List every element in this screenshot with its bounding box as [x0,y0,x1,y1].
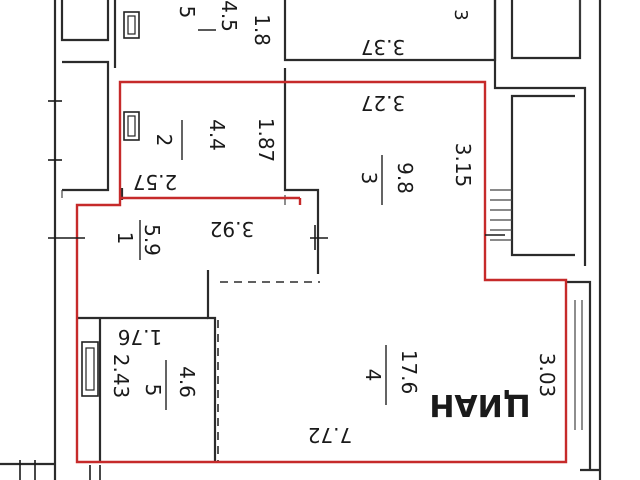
structural-walls [0,0,602,480]
room-area: 4.5 [217,0,241,32]
dimension-label: 7.72 [308,423,353,447]
dimension-label: 3.37 [361,35,406,59]
wall-ticks [19,100,505,480]
dimension-label: 3.27 [361,91,406,115]
sink-icon [123,11,140,39]
dimension-label: 3.03 [535,353,559,398]
room-bath-2: 2 [152,134,176,147]
room-top-bath: 5 4.5 [175,0,241,32]
dimension-label: 1.76 [118,325,163,349]
room-area: 5.9 [140,224,164,256]
room-area: 17.6 [397,350,421,395]
sink-icon [127,115,136,137]
room-number: 5 [175,6,199,19]
dimension-label: 1.8 [250,14,274,46]
sink-icon [123,111,140,141]
room-area: 4.4 [205,119,229,151]
dimension-label: 3.15 [451,143,475,188]
dimension-label: 2.43 [109,354,133,399]
room-number: 2 [152,134,176,147]
room-number: 5 [141,384,165,397]
apartment-inner-outline [120,196,302,205]
bathtub-icon [81,341,99,397]
room-number: 1 [113,232,137,245]
dimension-label: 1.87 [254,118,278,163]
room-number: 3 [357,172,381,185]
bathtub-icon [85,347,95,391]
dimension-label: 3.92 [210,217,255,241]
dimension-label: 3 [450,9,471,20]
room-area: 9.8 [393,162,417,194]
watermark: ЦИАН [429,387,530,422]
room-number: 4 [361,369,385,382]
dimension-label: 2.57 [133,170,178,194]
sink-icon [127,15,136,35]
interior-walls [77,195,286,462]
apartment-outline [75,80,568,464]
room-area: 4.6 [175,366,199,398]
